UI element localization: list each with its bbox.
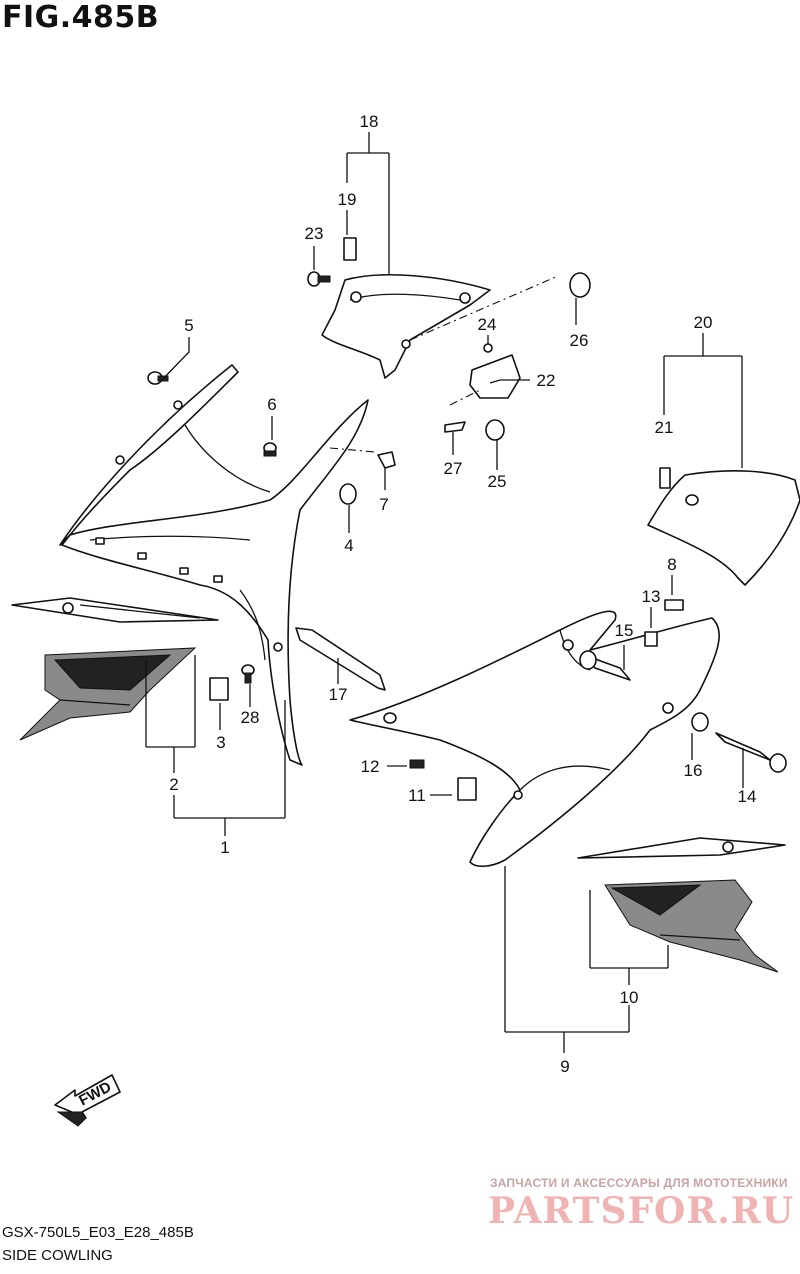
callout-3: 3 xyxy=(216,733,225,752)
callout-23: 23 xyxy=(305,224,324,243)
lower-cowling-right-part xyxy=(349,599,787,868)
callout-16: 16 xyxy=(684,761,703,780)
watermark-tagline: ЗАПЧАСТИ И АКСЕССУАРЫ ДЛЯ МОТОТЕХНИКИ xyxy=(490,1176,788,1190)
callout-5: 5 xyxy=(184,316,193,335)
callout-21: 21 xyxy=(655,418,674,437)
callout-26: 26 xyxy=(570,331,589,350)
callout-15: 15 xyxy=(615,621,634,640)
section-name: SIDE COWLING xyxy=(2,1247,113,1264)
callout-20: 20 xyxy=(694,313,713,332)
callout-8: 8 xyxy=(667,555,676,574)
callout-25: 25 xyxy=(488,472,507,491)
side-panel-part xyxy=(647,467,800,586)
callout-labels: 1 2 3 4 5 6 7 8 9 10 11 12 13 14 15 16 1… xyxy=(169,112,756,1076)
model-code: GSX-750L5_E03_E28_485B xyxy=(2,1224,194,1241)
upper-cowling-left-part xyxy=(59,364,369,766)
callout-27: 27 xyxy=(444,459,463,478)
callout-6: 6 xyxy=(267,395,276,414)
inner-panel-part xyxy=(307,237,591,453)
fwd-arrow-icon: FWD xyxy=(54,1074,121,1127)
decal-set-left xyxy=(11,597,219,741)
callout-11: 11 xyxy=(408,786,426,805)
decal-set-right xyxy=(577,837,786,973)
callout-19: 19 xyxy=(338,190,357,209)
callout-1: 1 xyxy=(220,838,229,857)
callout-10: 10 xyxy=(620,988,639,1007)
callout-13: 13 xyxy=(642,587,661,606)
callout-24: 24 xyxy=(478,315,497,334)
callout-9: 9 xyxy=(560,1057,569,1076)
callout-7: 7 xyxy=(379,495,388,514)
watermark-logo: PARTSFOR.RU xyxy=(488,1190,795,1232)
callout-18: 18 xyxy=(360,112,379,131)
figure-title: FIG.485B xyxy=(2,0,160,35)
callout-28: 28 xyxy=(241,708,260,727)
callout-12: 12 xyxy=(361,757,380,776)
callout-4: 4 xyxy=(344,536,353,555)
callout-17: 17 xyxy=(329,685,348,704)
callout-22: 22 xyxy=(537,371,556,390)
callout-14: 14 xyxy=(738,787,757,806)
leader-lines xyxy=(145,132,744,1053)
callout-2: 2 xyxy=(169,775,178,794)
